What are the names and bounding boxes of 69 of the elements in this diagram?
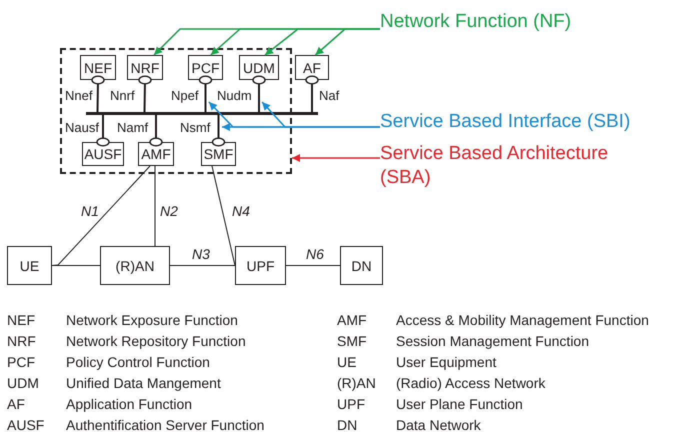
bus-line	[86, 112, 318, 115]
connector-line	[154, 166, 156, 246]
abbreviation: UDM	[7, 375, 39, 391]
definition-text: User Equipment	[396, 354, 496, 370]
arrow	[222, 123, 380, 131]
abbreviation: DN	[337, 417, 358, 432]
service-interface-line	[96, 115, 110, 146]
edge-label: Nudm	[216, 88, 253, 103]
service-interface-line	[212, 115, 226, 146]
abbreviation: SMF	[337, 333, 367, 349]
definition-text: Authentification Server Function	[66, 417, 264, 432]
function-box: NEF	[80, 55, 116, 80]
definition-text: Application Function	[66, 396, 192, 412]
abbreviation: AF	[7, 396, 25, 412]
edge-label: Nausf	[64, 120, 100, 135]
definition-text: Unified Data Mangement	[66, 375, 221, 391]
definition-text: Network Repository Function	[66, 333, 246, 349]
function-box: UPF	[235, 246, 286, 285]
arrow	[292, 154, 380, 162]
service-interface-line	[305, 76, 319, 112]
abbreviation: NEF	[7, 312, 35, 328]
definition-text: Session Management Function	[396, 333, 589, 349]
abbreviation: NRF	[7, 333, 36, 349]
function-box: NRF	[127, 55, 163, 80]
edge-label: Naf	[318, 88, 340, 103]
service-interface-line	[198, 76, 212, 112]
callout-text: Service Based Architecture (SBA)	[380, 138, 640, 194]
edge-label: N6	[305, 247, 325, 262]
connector-line	[286, 265, 340, 266]
service-interface-line	[252, 76, 266, 112]
edge-label: Namf	[116, 120, 150, 135]
definition-text: User Plane Function	[396, 396, 523, 412]
function-box: SMF	[201, 142, 236, 166]
abbreviation: AMF	[337, 312, 367, 328]
edge-label: N2	[159, 204, 179, 219]
definition-text: Policy Control Function	[66, 354, 210, 370]
definition-text: Data Network	[396, 417, 481, 432]
edge-label: Nnrf	[109, 88, 136, 103]
edge-label: Nsmf	[179, 120, 212, 135]
function-box: AF	[295, 55, 329, 80]
definition-text: Network Exposure Function	[66, 312, 238, 328]
abbreviation: UPF	[337, 396, 365, 412]
service-interface-line	[149, 115, 163, 146]
service-interface-line	[91, 76, 105, 112]
connector-line	[170, 265, 236, 266]
connector-line	[52, 265, 100, 266]
function-box: PCF	[188, 55, 223, 80]
edge-label: Npef	[170, 88, 200, 103]
service-interface-line	[138, 76, 152, 112]
abbreviation: AUSF	[7, 417, 44, 432]
abbreviation: PCF	[7, 354, 35, 370]
function-box: AUSF	[82, 142, 124, 166]
callout-text: Service Based Interface (SBI)	[380, 108, 697, 136]
abbreviation: UE	[337, 354, 356, 370]
function-box: DN	[340, 246, 383, 285]
callout-text: Network Function (NF)	[380, 8, 680, 36]
definition-text: (Radio) Access Network	[396, 375, 546, 391]
function-box: UDM	[239, 55, 279, 80]
function-box: AMF	[138, 142, 174, 166]
edge-label: N3	[191, 247, 211, 262]
definition-text: Access & Mobility Management Function	[396, 312, 649, 328]
function-box: UE	[7, 246, 52, 285]
connector-line	[212, 166, 236, 266]
arrow	[314, 28, 380, 56]
edge-label: N4	[231, 204, 251, 219]
edge-label: Nnef	[64, 88, 94, 103]
edge-label: N1	[80, 204, 100, 219]
abbreviation: (R)AN	[337, 375, 376, 391]
function-box: (R)AN	[100, 246, 170, 285]
